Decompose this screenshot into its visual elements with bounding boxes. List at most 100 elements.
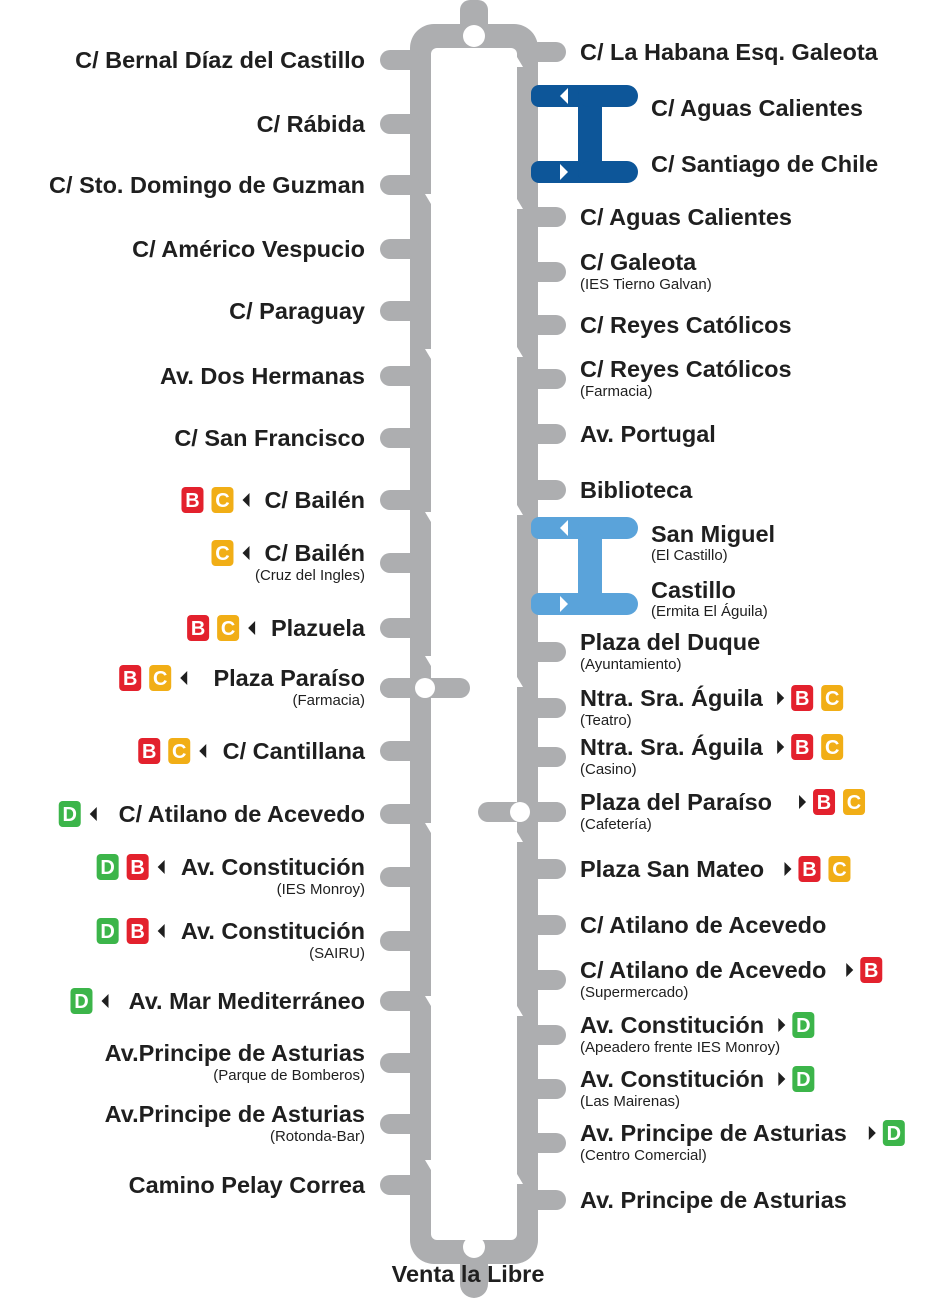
line-d-badge: D xyxy=(70,988,93,1014)
stop-name: Av. Constitución xyxy=(181,918,365,944)
branch-arrow-right-icon xyxy=(560,596,568,612)
line-badge-bg xyxy=(821,734,844,760)
left-stop: Av.Principe de Asturias(Rotonda-Bar) xyxy=(105,1101,420,1145)
direction-arrow-down-icon xyxy=(425,656,437,666)
stop-name: C/ Galeota xyxy=(580,249,697,275)
left-stop: C/ Bernal Díaz del Castillo xyxy=(75,47,420,73)
transfer-arrow-right-icon xyxy=(846,963,854,977)
line-b-badge: B xyxy=(791,685,814,711)
stop-name: Av. Portugal xyxy=(580,421,716,447)
transfer-arrow-left-icon xyxy=(157,924,165,938)
line-c-badge: C xyxy=(211,540,234,566)
route-loop-inner xyxy=(431,48,517,1240)
line-badge-bg xyxy=(149,665,172,691)
line-badge-bg xyxy=(70,988,93,1014)
stop-tick xyxy=(528,970,566,990)
line-badge-letter: D xyxy=(887,1123,901,1145)
line-badge-bg xyxy=(168,738,191,764)
stop-subtitle: (Farmacia) xyxy=(292,692,365,709)
stop-subtitle: (Teatro) xyxy=(580,712,632,729)
stop-name: Av.Principe de Asturias xyxy=(105,1101,365,1127)
line-d-badge: D xyxy=(96,854,119,880)
stop-name: Av. Principe de Asturias xyxy=(580,1120,847,1146)
stop-tick xyxy=(528,262,566,282)
right-stop: Av. Constitución(Apeadero frente IES Mon… xyxy=(528,1012,815,1056)
transfer-arrow-right-icon xyxy=(778,1072,786,1086)
line-badge-letter: D xyxy=(796,1069,810,1091)
stop-subtitle: (Cruz del Ingles) xyxy=(255,567,365,584)
stop-tick xyxy=(380,553,420,573)
branch-stop-name: San Miguel xyxy=(651,521,775,547)
transfer-arrow-right-icon xyxy=(777,691,785,705)
direction-arrow-up-icon xyxy=(511,832,523,842)
stop-name: C/ Atilano de Acevedo xyxy=(580,912,826,938)
transfer-arrow-right-icon xyxy=(799,795,807,809)
branch-stop-name: C/ Santiago de Chile xyxy=(651,151,878,177)
line-badge-bg xyxy=(843,789,866,815)
line-badge-bg xyxy=(791,685,814,711)
line-badge-letter: B xyxy=(185,490,199,512)
stop-subtitle: (Casino) xyxy=(580,761,637,778)
stop-name: Plazuela xyxy=(271,615,366,641)
stop-tick xyxy=(528,1190,566,1210)
direction-arrow-down-icon xyxy=(425,194,437,204)
line-badge-bg xyxy=(96,854,119,880)
direction-arrow-up-icon xyxy=(511,677,523,687)
stop-name: C/ Paraguay xyxy=(229,298,365,324)
stop-name: Plaza del Paraíso xyxy=(580,789,772,815)
stop-name: Av. Constitución xyxy=(580,1012,764,1038)
line-badge-letter: B xyxy=(817,792,831,814)
branch-loop xyxy=(531,85,638,183)
stop-tick xyxy=(380,1114,420,1134)
line-badge-bg xyxy=(828,856,851,882)
stop-tick xyxy=(380,428,420,448)
left-stop: C/ Paraguay xyxy=(229,298,420,324)
line-badge-letter: D xyxy=(100,921,114,943)
transfer-arrow-left-icon xyxy=(248,621,256,635)
right-stop: C/ Galeota(IES Tierno Galvan) xyxy=(528,249,712,293)
stop-name: Av. Constitución xyxy=(181,854,365,880)
stop-tick xyxy=(528,747,566,767)
stop-name: C/ Bailén xyxy=(264,540,365,566)
stop-name: C/ Aguas Calientes xyxy=(580,204,792,230)
stop-tick xyxy=(380,50,420,70)
stop-name: C/ Cantillana xyxy=(223,738,366,764)
stop-name: Av. Constitución xyxy=(580,1066,764,1092)
stop-tick xyxy=(528,424,566,444)
stop-tick xyxy=(528,698,566,718)
stop-name: C/ Reyes Católicos xyxy=(580,312,792,338)
stop-subtitle: (IES Monroy) xyxy=(277,881,365,898)
line-badge-bg xyxy=(211,487,234,513)
branch-stop-tick xyxy=(578,85,638,107)
line-c-badge: C xyxy=(821,685,844,711)
stop-tick xyxy=(528,1025,566,1045)
line-badge-bg xyxy=(187,615,210,641)
stop-tick xyxy=(528,915,566,935)
line-badge-bg xyxy=(217,615,240,641)
left-stop: C/ Rábida xyxy=(257,111,420,137)
branch-arrow-left-icon xyxy=(560,88,568,104)
line-badge-bg xyxy=(882,1120,905,1146)
line-b-badge: B xyxy=(126,918,149,944)
branch-loop xyxy=(531,517,638,615)
stop-subtitle: (Parque de Bomberos) xyxy=(213,1067,365,1084)
direction-arrow-up-icon xyxy=(511,199,523,209)
route-terminal-marker xyxy=(463,25,485,47)
transfer-arrow-right-icon xyxy=(777,740,785,754)
line-badge-bg xyxy=(126,854,149,880)
transfer-arrow-left-icon xyxy=(180,671,188,685)
line-d-badge: D xyxy=(792,1012,815,1038)
line-badge-bg xyxy=(119,665,142,691)
stop-tick xyxy=(380,175,420,195)
stop-name: Av.Principe de Asturias xyxy=(105,1040,365,1066)
transfer-arrow-left-icon xyxy=(89,807,97,821)
stop-name: Ntra. Sra. Águila xyxy=(580,733,764,760)
line-badge-letter: C xyxy=(847,792,861,814)
route-trunk xyxy=(410,0,538,1298)
left-stop: Av. Constitución(IES Monroy)BD xyxy=(96,854,420,898)
